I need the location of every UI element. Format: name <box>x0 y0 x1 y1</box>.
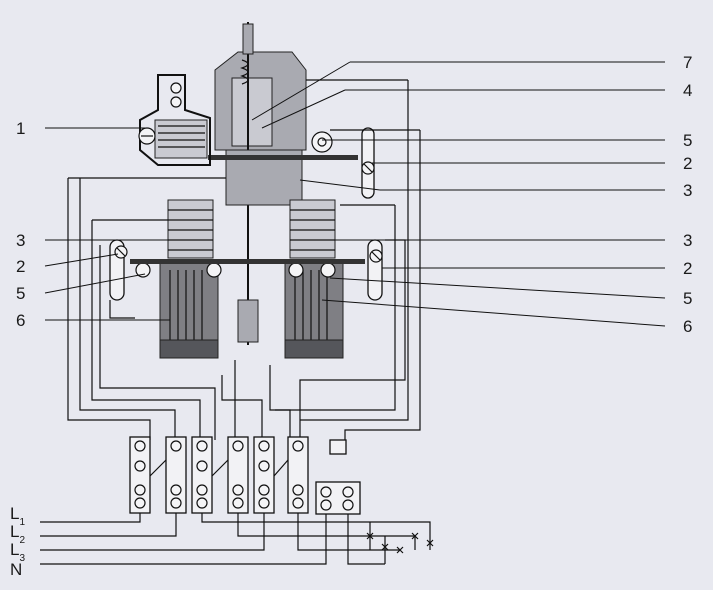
label-6: 6 <box>683 317 692 336</box>
label-7: 7 <box>683 53 692 72</box>
label-2: 2 <box>683 154 692 173</box>
label-2: 2 <box>683 259 692 278</box>
measuring-system-right <box>284 199 383 359</box>
label-5: 5 <box>683 289 692 308</box>
labels-left: 1 3 2 5 6 <box>16 119 25 330</box>
line-label-l1: L1 <box>10 504 25 528</box>
label-6: 6 <box>16 311 25 330</box>
terminal-block <box>129 436 361 515</box>
line-label-l3: L3 <box>10 540 25 564</box>
label-5: 5 <box>683 131 692 150</box>
label-2: 2 <box>16 257 25 276</box>
label-1: 1 <box>16 119 25 138</box>
rotor-disc <box>130 259 365 264</box>
label-3: 3 <box>683 181 692 200</box>
label-3: 3 <box>683 231 692 250</box>
line-label-n: N <box>10 560 22 579</box>
label-5: 5 <box>16 284 25 303</box>
internal-wiring <box>67 79 421 440</box>
label-4: 4 <box>683 81 692 100</box>
leader-lines <box>44 61 666 327</box>
label-3: 3 <box>16 231 25 250</box>
magnet-assembly-left <box>138 74 211 166</box>
line-label-l2: L2 <box>10 522 25 546</box>
measuring-system-left <box>109 199 222 359</box>
line-labels: L1 L2 L3 N <box>10 504 25 579</box>
labels-right: 7 4 5 2 3 3 2 5 6 <box>683 53 692 336</box>
bottom-bearing <box>237 299 259 343</box>
supply-lines <box>40 513 434 565</box>
